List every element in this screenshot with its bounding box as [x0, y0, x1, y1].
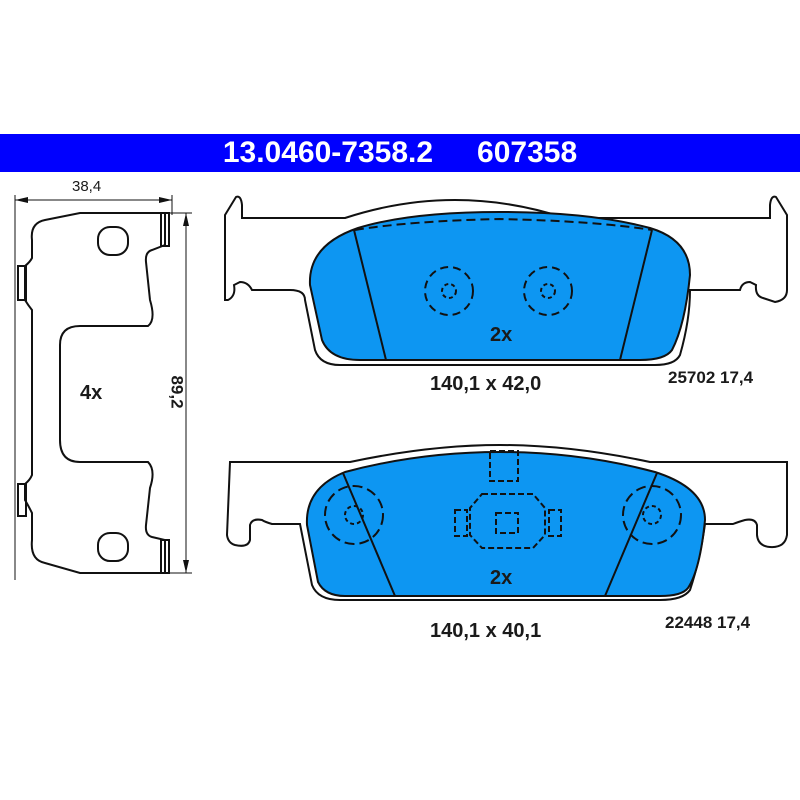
- clip-height-dimension: 89,2: [167, 375, 187, 409]
- pad-top-dimensions: 140,1 x 42,0: [430, 373, 542, 395]
- pad-top-quantity: 2x: [490, 324, 513, 346]
- clip-quantity: 4x: [80, 382, 103, 404]
- pad-bottom-quantity: 2x: [490, 567, 513, 589]
- pad-bottom-code: 22448 17,4: [665, 613, 751, 632]
- pad-bottom-drawing: [225, 443, 788, 601]
- clip-drawing: [14, 195, 192, 580]
- clip-width-dimension: 38,4: [72, 178, 102, 195]
- header-bar: 13.0460-7358.2 607358: [0, 134, 800, 172]
- article-number: 607358: [477, 136, 578, 169]
- pad-top-code: 25702 17,4: [668, 368, 754, 387]
- pad-bottom-dimensions: 140,1 x 40,1: [430, 620, 542, 642]
- part-number: 13.0460-7358.2: [222, 136, 434, 169]
- pad-top-drawing: [224, 195, 788, 366]
